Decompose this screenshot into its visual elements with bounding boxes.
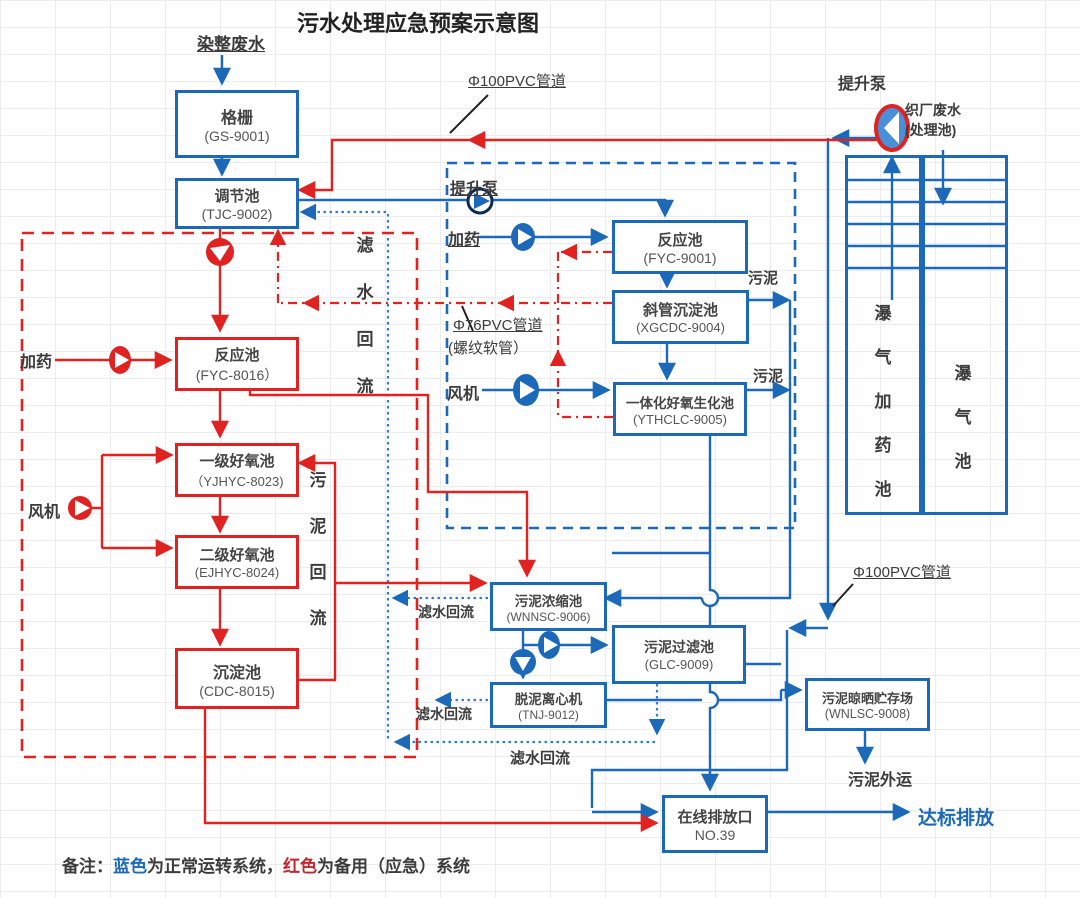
- node-online-outfall: 在线排放口 NO.39: [662, 795, 768, 853]
- label-dosing-blue: 加药: [448, 232, 481, 249]
- node-sludge-thickener: 污泥浓缩池 (WNNSC-9006): [490, 582, 607, 631]
- label-filtrate-return-vertical: 滤水回流: [356, 236, 374, 396]
- note-backup-text: 为备用（应急）系统: [317, 857, 470, 876]
- tank-aeration: [922, 155, 1008, 515]
- label-dosing-red: 加药: [20, 354, 53, 371]
- label-lift-pump-mid: 提升泵: [450, 181, 499, 198]
- pump-lift-top-icon: [874, 104, 910, 152]
- label-filtrate-return-1: 滤水回流: [418, 604, 474, 620]
- label-filtrate-return-2: 滤水回流: [416, 706, 472, 722]
- label-sludge-transport: 污泥外运: [848, 772, 913, 789]
- pump-dosing-blue-icon: [511, 223, 535, 251]
- note-prefix: 备注：: [62, 857, 113, 876]
- label-pvc100-top: Φ100PVC管道: [468, 73, 566, 90]
- label-weaving-wastewater: 织厂废水: [905, 102, 961, 118]
- node-integrated-aerobic-tank: 一体化好氧生化池 (YTHCLC-9005): [613, 382, 747, 436]
- node-sludge-filter-tank: 污泥过滤池 (GLC-9009): [612, 625, 746, 684]
- node-regulating-tank: 调节池 (TJC-9002): [175, 178, 299, 229]
- pump-blower-red-icon: [68, 496, 92, 520]
- note-normal-text: 为正常运转系统，: [147, 857, 283, 876]
- note-blue-word: 蓝色: [113, 857, 147, 876]
- pump-sludge-horizontal-icon: [538, 631, 560, 659]
- node-sedimentation-tank-backup: 沉淀池 (CDC-8015): [175, 648, 299, 709]
- pump-lift-mid-icon: [466, 187, 494, 215]
- label-filtrate-return-3: 滤水回流: [510, 750, 571, 767]
- node-grille: 格栅 (GS-9001): [175, 90, 299, 158]
- page-title: 污水处理应急预案示意图: [297, 11, 540, 36]
- label-treatment-pool: (处理池): [905, 122, 957, 138]
- label-blower-red: 风机: [28, 504, 61, 521]
- label-lift-pump-top: 提升泵: [838, 76, 887, 93]
- node-reaction-tank-backup: 反应池 (FYC-8016）: [175, 337, 299, 391]
- node-aerobic-tank-2: 二级好氧池 (EJHYC-8024): [175, 535, 299, 589]
- pump-regulating-red-icon: [206, 238, 234, 266]
- node-inclined-tube-settler: 斜管沉淀池 (XGCDC-9004): [612, 290, 749, 344]
- node-reaction-tank: 反应池 (FYC-9001): [612, 220, 748, 274]
- tank-aeration-label: 瀑气池: [954, 364, 972, 471]
- legend-note: 备注：蓝色为正常运转系统，红色为备用（应急）系统: [62, 852, 470, 877]
- label-pvc76-hose: (螺纹软管）: [448, 340, 528, 357]
- node-sludge-drying-yard: 污泥晾晒贮存场 (WNLSC-9008): [805, 678, 930, 731]
- label-blower-blue: 风机: [447, 386, 480, 403]
- tank-aeration-dosing-label: 瀑气加药池: [874, 304, 892, 499]
- label-sludge-return-vertical: 污泥回流: [309, 471, 327, 628]
- label-discharge-standard: 达标排放: [918, 808, 995, 829]
- label-pvc76: Φ76PVC管道: [453, 317, 543, 334]
- note-red-word: 红色: [283, 857, 317, 876]
- pump-sludge-vertical-icon: [510, 649, 536, 675]
- label-sludge-2: 污泥: [753, 368, 784, 385]
- pump-blower-blue-icon: [513, 374, 539, 406]
- label-dyeing-wastewater: 染整废水: [197, 35, 265, 54]
- pump-dosing-red-icon: [109, 346, 131, 374]
- label-sludge-1: 污泥: [748, 270, 779, 287]
- node-aerobic-tank-1: 一级好氧池 （YJHYC-8023): [175, 443, 299, 497]
- node-centrifuge: 脱泥离心机 (TNJ-9012): [490, 682, 607, 728]
- label-pvc100-bottom: Φ100PVC管道: [853, 564, 951, 581]
